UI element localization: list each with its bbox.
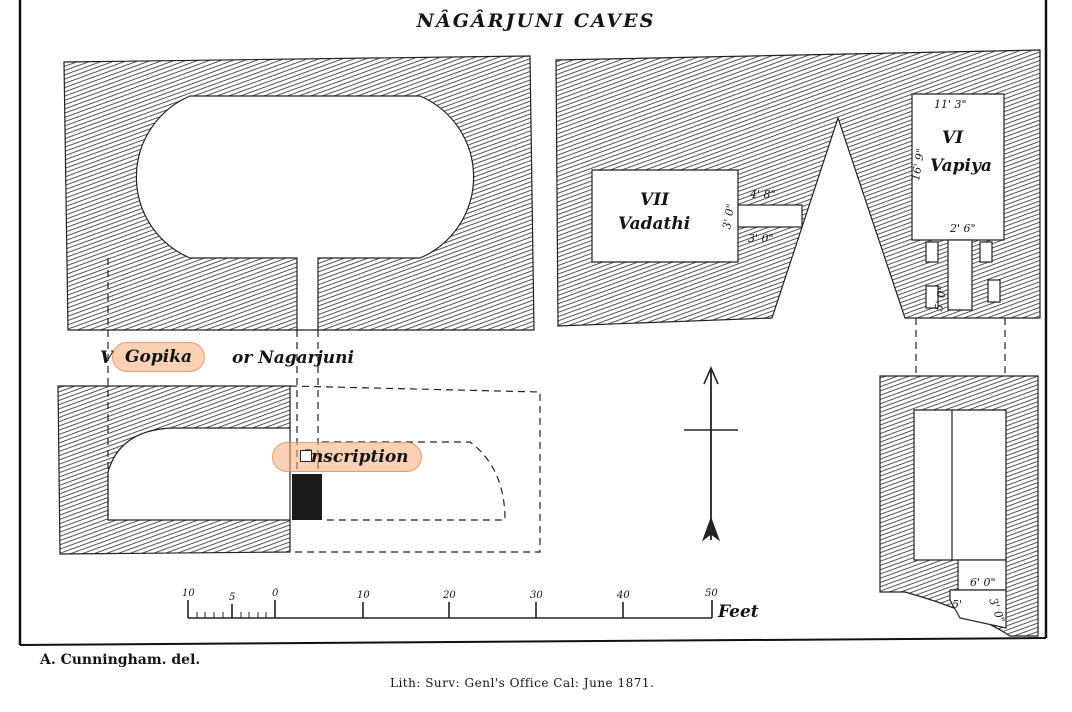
- vadathi-doorway: [737, 204, 803, 228]
- inscription-dark-block: [292, 474, 322, 520]
- scale-bar: [187, 600, 713, 619]
- cave-vii-name: Vadathi: [618, 214, 691, 234]
- scale-unit-label: Feet: [718, 602, 759, 622]
- artist-credit: A. Cunningham. del.: [40, 652, 201, 668]
- scale-tick-label: 40: [617, 590, 630, 601]
- gopika-upper-rock: [63, 55, 535, 331]
- scale-tick-label: 30: [530, 590, 543, 601]
- vadathi-vapiya-rock: [555, 49, 1041, 327]
- dim-vi-inner: 2' 6": [950, 222, 976, 235]
- vapiya-antechamber: [925, 239, 1001, 311]
- dim-lower-right-a: 6' 0": [970, 576, 996, 589]
- cave-vi-name: Vapiya: [930, 156, 992, 176]
- frame-border: [18, 0, 1048, 646]
- lithograph-imprint: Lith: Surv: Genl's Office Cal: June 1871…: [390, 676, 655, 690]
- dim-vii-door-top: 4' 8": [750, 188, 776, 201]
- scale-tick-label: 50: [705, 588, 718, 599]
- cave-v-numeral: V: [100, 348, 114, 368]
- cave-v-name-highlight: Gopika: [112, 342, 205, 372]
- dim-lower-right-b: 5': [952, 598, 963, 611]
- inscription-marker-icon: [300, 450, 312, 462]
- scale-tick-label: 20: [443, 590, 456, 601]
- scale-tick-label: 10: [357, 590, 370, 601]
- scale-tick-label: 10: [182, 588, 195, 599]
- dim-vii-door-bottom: 3' 0": [748, 232, 774, 245]
- cave-vii-numeral: VII: [640, 190, 670, 210]
- gopika-lower-rock: [57, 385, 291, 555]
- drawing-title: NÂGÂRJUNI CAVES: [416, 10, 656, 32]
- inscription-label: Inscription: [272, 442, 422, 472]
- scale-tick-label: 5: [229, 592, 236, 603]
- scale-tick-label: 0: [272, 588, 279, 599]
- cave-vi-numeral: VI: [942, 128, 964, 148]
- north-arrow: [684, 366, 738, 542]
- dim-vi-top: 11' 3": [934, 98, 967, 111]
- cave-v-name-rest: or Nagarjuni: [232, 348, 354, 368]
- lower-right-chambers: [949, 410, 1007, 629]
